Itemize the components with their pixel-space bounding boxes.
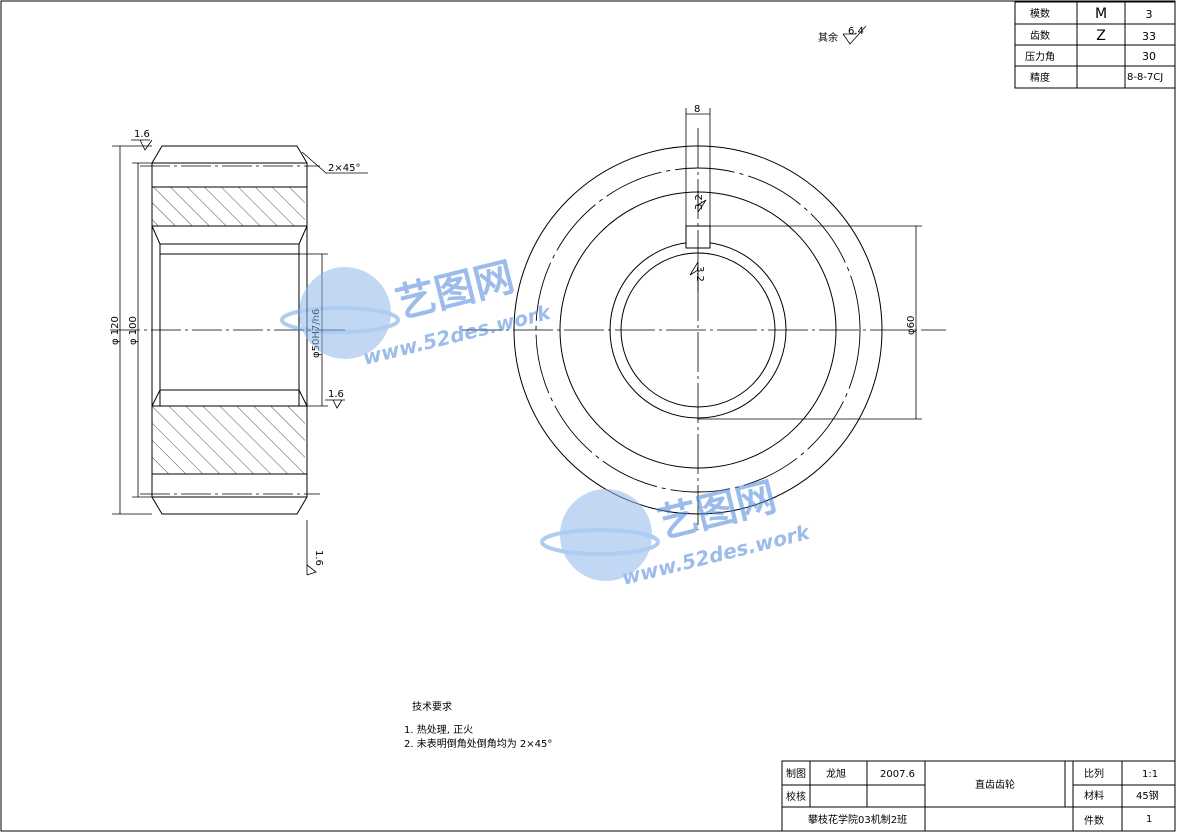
tb-material-value: 45钢 — [1136, 789, 1159, 802]
tb-qty-label: 件数 — [1084, 814, 1104, 827]
hatch-bottom — [152, 406, 305, 474]
dim-keyway-width: 8 — [694, 104, 700, 115]
param-name-teeth: 齿数 — [1030, 29, 1050, 42]
roughness-bore: 1.6 — [328, 389, 344, 400]
tb-scale-value: 1:1 — [1142, 769, 1158, 780]
side-view — [151, 145, 308, 515]
param-symbol-teeth: Z — [1096, 28, 1106, 44]
dim-hub-diameter: φ60 — [906, 316, 917, 335]
tb-date: 2007.6 — [880, 769, 915, 780]
side-centerlines — [110, 165, 345, 495]
tb-material-label: 材料 — [1084, 789, 1104, 802]
tb-scale-label: 比列 — [1084, 767, 1104, 780]
keyway-roughness: 3.2 — [694, 194, 705, 210]
front-centerlines — [462, 128, 946, 530]
front-dimension-texts: 8 3.2 3.2 φ60 — [694, 104, 917, 335]
title-block — [781, 760, 1176, 832]
title-block-texts: 制图 龙旭 2007.6 校核 直齿齿轮 比列 1:1 材料 45钢 件数 1 … — [786, 767, 1159, 827]
svg-text:其余: 其余 — [818, 31, 838, 44]
param-name-module: 模数 — [1030, 7, 1050, 20]
bore-roughness: 3.2 — [694, 266, 705, 282]
front-dimensions — [685, 108, 922, 420]
tb-checked-label: 校核 — [786, 790, 806, 803]
svg-text:6.4: 6.4 — [848, 26, 864, 37]
param-symbol-module: M — [1095, 6, 1107, 22]
tech-req-title: 技术要求 — [412, 700, 452, 713]
param-value-teeth: 33 — [1142, 30, 1156, 43]
roughness-note: 其余 6.4 — [818, 25, 867, 45]
roughness-top: 1.6 — [134, 129, 150, 140]
tb-drawn-by: 龙旭 — [826, 767, 846, 780]
gear-param-table — [1014, 1, 1176, 89]
tech-requirements: 技术要求 1. 热处理, 正火 2. 未表明倒角处倒角均为 2×45° — [404, 700, 552, 750]
dim-chamfer: 2×45° — [328, 163, 360, 174]
dim-outer-diameter: φ 120 — [110, 316, 121, 345]
tech-req-item-2: 2. 未表明倒角处倒角均为 2×45° — [404, 737, 552, 750]
tb-drawn-label: 制图 — [786, 767, 806, 780]
watermark-2: 艺图网 www.52des.work — [540, 474, 813, 590]
watermark-1: 艺图网 www.52des.work — [280, 254, 554, 370]
param-name-pressure-angle: 压力角 — [1025, 50, 1055, 63]
param-value-accuracy: 8-8-7CJ — [1127, 72, 1163, 83]
param-value-module: 3 — [1146, 8, 1153, 21]
tb-school: 攀枝花学院03机制2班 — [808, 813, 907, 826]
param-value-pressure-angle: 30 — [1142, 50, 1156, 63]
param-name-accuracy: 精度 — [1030, 71, 1050, 84]
dim-root-diameter: φ 100 — [128, 316, 139, 345]
hatch-top — [152, 187, 305, 226]
roughness-bottom: 1.6 — [313, 550, 324, 566]
tb-qty-value: 1 — [1146, 814, 1152, 825]
tech-req-item-1: 1. 热处理, 正火 — [404, 723, 473, 736]
tb-part-name: 直齿齿轮 — [975, 778, 1015, 791]
